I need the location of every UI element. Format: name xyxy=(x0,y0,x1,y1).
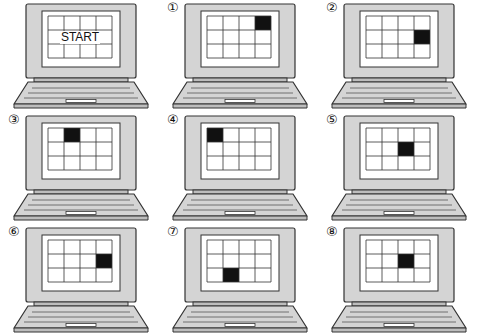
laptop-drawing xyxy=(163,112,313,222)
laptop-drawing xyxy=(4,112,154,222)
callout-number: ⑥ xyxy=(8,225,20,239)
laptop-drawing xyxy=(4,0,154,110)
callout-number: ⑤ xyxy=(326,113,338,127)
laptop: ⑧ xyxy=(322,224,472,334)
laptop: ⑤ xyxy=(322,112,472,222)
laptop-drawing xyxy=(4,224,154,334)
laptop: ① xyxy=(163,0,313,110)
callout-number: ⑦ xyxy=(167,225,179,239)
laptop-drawing xyxy=(322,0,472,110)
laptop-drawing xyxy=(322,112,472,222)
laptop: ⑥ xyxy=(4,224,154,334)
laptop: ③ xyxy=(4,112,154,222)
laptop-drawing xyxy=(322,224,472,334)
callout-number: ③ xyxy=(8,113,20,127)
laptop: ⑦ xyxy=(163,224,313,334)
laptop: START xyxy=(4,0,154,110)
callout-number: ① xyxy=(167,1,179,15)
callout-number: ④ xyxy=(167,113,179,127)
laptop-drawing xyxy=(163,224,313,334)
laptop-drawing xyxy=(163,0,313,110)
laptop: ④ xyxy=(163,112,313,222)
screen-label: START xyxy=(60,31,100,44)
laptop: ② xyxy=(322,0,472,110)
callout-number: ⑧ xyxy=(326,225,338,239)
callout-number: ② xyxy=(326,1,338,15)
